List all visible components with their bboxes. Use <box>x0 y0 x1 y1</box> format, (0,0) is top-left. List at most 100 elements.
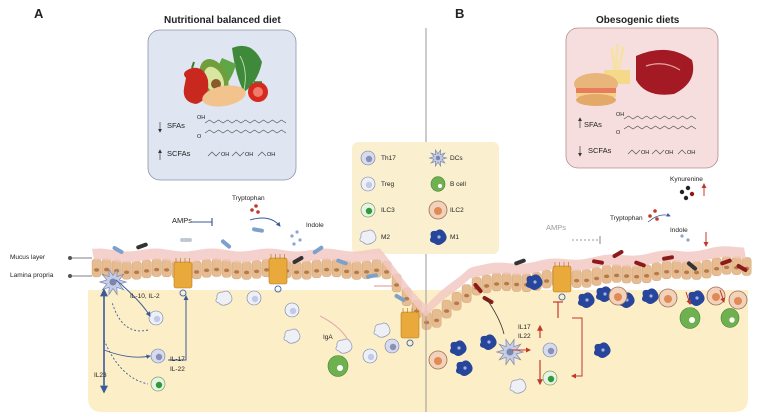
m1-macrophage-dot <box>601 348 605 352</box>
indole-label-left: Indole <box>306 222 324 229</box>
bacterium <box>514 258 526 266</box>
oh-label-b: OH <box>616 112 625 118</box>
bacterium <box>662 255 674 261</box>
epithelial-cell <box>201 259 212 278</box>
oh-scfa-a3: OH <box>267 152 276 158</box>
m1-macrophage-dot <box>649 294 653 298</box>
receptor <box>558 293 566 301</box>
epithelial-cell <box>511 273 522 292</box>
il17-label-left: IL-17 <box>170 356 185 363</box>
epithelial-nucleus <box>204 268 210 273</box>
epithelial-nucleus <box>484 284 490 288</box>
bacterium <box>366 273 378 279</box>
epithelial-nucleus <box>194 270 200 274</box>
dendritic-cell-nucleus <box>506 348 514 356</box>
epithelial-nucleus <box>264 268 270 272</box>
epithelial-nucleus <box>94 268 100 272</box>
bacterium <box>180 238 192 242</box>
m2-macrophage <box>335 338 353 354</box>
tryptophan-molecules <box>250 204 659 221</box>
o-label-a: O <box>197 134 202 140</box>
epithelial-nucleus <box>454 301 460 306</box>
epithelial-cell <box>591 267 602 286</box>
panel-a-letter: A <box>34 6 44 21</box>
amps-label-right: AMPs <box>546 223 567 232</box>
oh-scfa-a1: OH <box>221 152 230 158</box>
indole-label-right: Indole <box>670 227 688 234</box>
b-cell <box>720 308 740 328</box>
bacterium <box>634 260 646 268</box>
legend-label-th17: Th17 <box>381 155 396 162</box>
m2-macrophage <box>283 328 301 344</box>
legend-label-bcell: B cell <box>450 181 466 188</box>
epithelial-cell <box>621 264 632 284</box>
epithelial-nucleus <box>644 274 650 278</box>
legend-bcell-icon-nucleus <box>437 183 443 189</box>
bacterium <box>612 250 624 258</box>
legend-label-treg: Treg <box>381 181 395 188</box>
epithelial-cell <box>151 258 162 277</box>
epithelial-nucleus <box>624 274 630 278</box>
epithelial-nucleus <box>364 270 370 274</box>
epithelial-nucleus <box>354 270 360 275</box>
signalling-arrows <box>100 183 726 394</box>
epithelial-nucleus <box>494 282 500 286</box>
epithelial-cell <box>161 258 172 278</box>
epithelial-nucleus <box>384 270 390 274</box>
m2-macrophage <box>373 322 391 338</box>
epithelial-cell <box>741 257 752 276</box>
epithelial-cell <box>541 269 552 289</box>
legend-label-ilc2: ILC2 <box>450 207 464 214</box>
epithelial-nucleus <box>214 267 220 272</box>
m1-macrophage-dot <box>585 298 589 302</box>
ilc2-cell-nucleus <box>434 357 442 365</box>
epithelial-cell <box>351 261 362 280</box>
th17-cell-nucleus <box>389 343 397 351</box>
epithelial-nucleus <box>224 268 230 273</box>
goblet-cell <box>552 265 572 293</box>
epithelial-cell <box>191 260 202 280</box>
epithelial-cell <box>291 261 302 280</box>
panel-b-title: Obesogenic diets <box>596 15 680 26</box>
bacterium <box>686 261 698 271</box>
epithelial-cell <box>501 272 512 291</box>
epithelial-nucleus <box>594 276 600 281</box>
epithelial-nucleus <box>124 270 130 275</box>
epithelial-nucleus <box>684 270 690 275</box>
epithelial-cell <box>711 257 722 276</box>
m1-macrophage-dot <box>533 280 537 284</box>
epithelial-nucleus <box>134 270 140 275</box>
ilc2-cell-nucleus <box>712 293 720 301</box>
goblet-cell <box>268 257 288 285</box>
th17-cell-nucleus <box>155 353 163 361</box>
il23-label: IL23 <box>94 372 107 379</box>
epithelial-cell <box>601 265 612 284</box>
legend-box <box>352 142 499 254</box>
epithelial-nucleus <box>254 269 260 274</box>
epithelial-cell <box>671 260 682 279</box>
bacterium <box>312 245 324 255</box>
bacterium <box>252 227 264 233</box>
legend-label-m2: M2 <box>381 234 391 241</box>
tryptophan-label-left: Tryptophan <box>232 195 265 202</box>
o-label-b: O <box>616 130 621 136</box>
epithelial-nucleus <box>314 269 320 273</box>
epithelial-nucleus <box>674 269 680 274</box>
iga-label: IgA <box>323 334 333 341</box>
epithelial-nucleus <box>574 278 580 283</box>
oh-scfa-b2: OH <box>665 150 674 156</box>
receptor <box>274 285 282 293</box>
oh-label-a: OH <box>197 115 206 121</box>
panel-b-letter: B <box>455 6 465 21</box>
fatty-acid-chains-b <box>623 115 697 130</box>
dendritic-cell-nucleus <box>109 278 117 286</box>
ilc3-cell-nucleus <box>547 375 555 383</box>
lamina-propria-label: Lamina propria <box>10 272 54 279</box>
treg-cell-nucleus <box>367 353 375 361</box>
oh-scfa-b1: OH <box>641 150 650 156</box>
bacterium <box>136 242 148 250</box>
m1-macrophage-dot <box>695 296 699 300</box>
oh-scfa-a2: OH <box>245 152 254 158</box>
specialized-epithelial-cells <box>173 254 572 347</box>
